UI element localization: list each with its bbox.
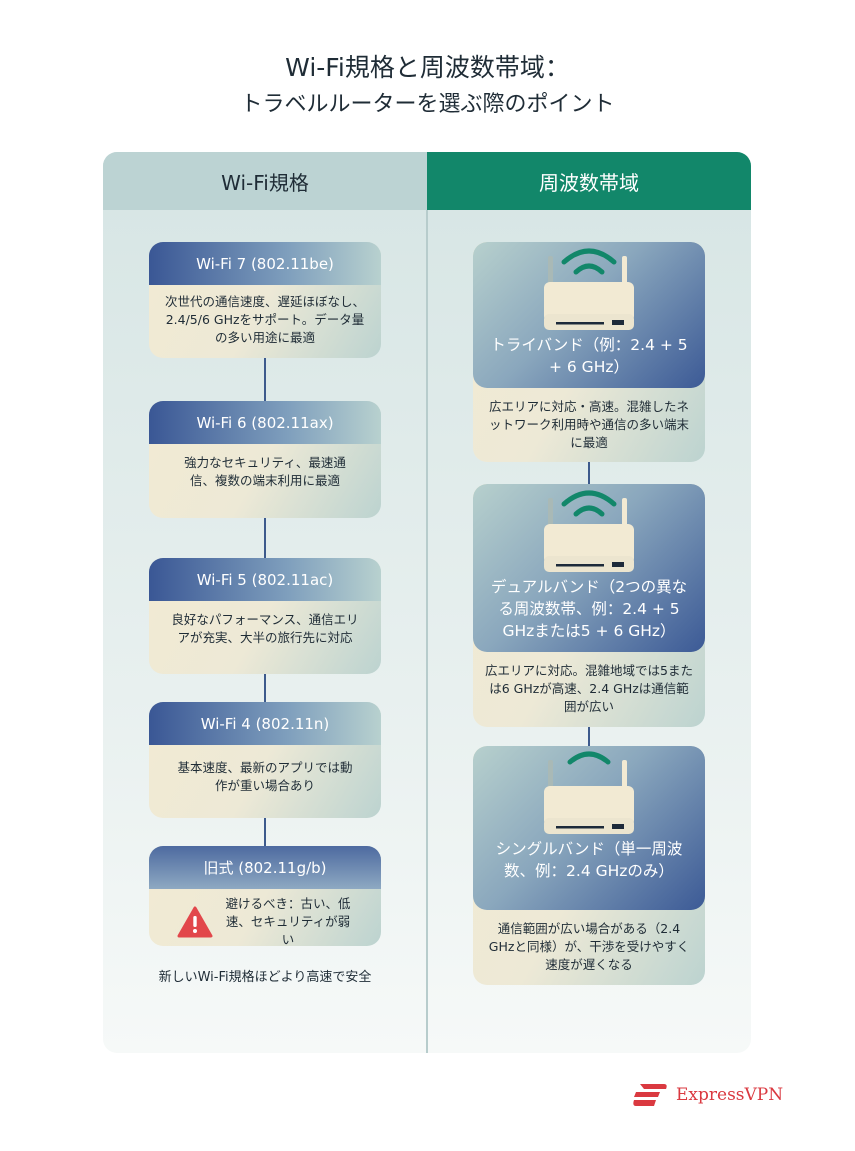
- brand-name: ExpressVPN: [676, 1085, 784, 1105]
- standard-card-wifi5: Wi-Fi 5 (802.11ac) 良好なパフォーマンス、通信エリアが充実、大…: [149, 558, 381, 674]
- connector: [264, 818, 266, 846]
- standard-name: Wi-Fi 4 (802.11n): [149, 702, 381, 745]
- band-desc: 通信範囲が広い場合がある（2.4 GHzと同様）が、干渉を受けやすく速度が遅くな…: [488, 921, 690, 972]
- standards-footer-note: 新しいWi-Fi規格ほどより高速で安全: [158, 970, 372, 985]
- connector: [588, 462, 590, 484]
- standard-name: 旧式 (802.11g/b): [149, 846, 381, 889]
- connector: [264, 518, 266, 558]
- standard-name: Wi-Fi 7 (802.11be): [149, 242, 381, 285]
- router-wifi-icon: [544, 490, 634, 572]
- standard-desc: 避けるべき：古い、低速、セキュリティが弱い: [225, 896, 351, 946]
- column-divider: [426, 210, 428, 1053]
- standard-name: Wi-Fi 6 (802.11ax): [149, 401, 381, 444]
- standard-desc: 次世代の通信速度、遅延ほぼなし、2.4/5/6 GHzをサポート。データ量の多い…: [164, 294, 365, 345]
- connector: [264, 358, 266, 401]
- band-name: デュアルバンド（2つの異なる周波数帯、例：2.4 + 5 GHzまたは5 + 6…: [490, 578, 688, 640]
- band-desc: 広エリアに対応。混雑地域では5または6 GHzが高速、2.4 GHzは通信範囲が…: [485, 663, 693, 714]
- expressvpn-logo-icon: [633, 1084, 667, 1106]
- connector: [264, 674, 266, 702]
- band-name: トライバンド（例：2.4 + 5 + 6 GHz）: [490, 336, 688, 376]
- warning-icon: [177, 906, 213, 938]
- router-wifi-icon: [544, 751, 634, 834]
- standard-card-wifi7: Wi-Fi 7 (802.11be) 次世代の通信速度、遅延ほぼなし、2.4/5…: [149, 242, 381, 358]
- connector: [588, 727, 590, 746]
- standard-desc: 強力なセキュリティ、最速通信、複数の端末利用に最適: [184, 455, 346, 488]
- router-wifi-icon: [544, 248, 634, 330]
- standard-card-wifi6: Wi-Fi 6 (802.11ax) 強力なセキュリティ、最速通信、複数の端末利…: [149, 401, 381, 518]
- band-card-dual: デュアルバンド（2つの異なる周波数帯、例：2.4 + 5 GHzまたは5 + 6…: [473, 484, 705, 727]
- standard-name: Wi-Fi 5 (802.11ac): [149, 558, 381, 601]
- expressvpn-logo: ExpressVPN: [632, 1082, 783, 1108]
- band-desc: 広エリアに対応・高速。混雑したネットワーク利用時や通信の多い端末に最適: [488, 399, 689, 450]
- standard-card-legacy: 旧式 (802.11g/b) 避けるべき：古い、低速、セキュリティが弱い: [149, 846, 381, 946]
- standard-desc: 良好なパフォーマンス、通信エリアが充実、大半の旅行先に対応: [171, 612, 359, 645]
- standard-card-wifi4: Wi-Fi 4 (802.11n) 基本速度、最新のアプリでは動作が重い場合あり: [149, 702, 381, 818]
- band-card-single: シングルバンド（単一周波数、例：2.4 GHzのみ） 通信範囲が広い場合がある（…: [473, 746, 705, 985]
- standard-desc: 基本速度、最新のアプリでは動作が重い場合あり: [177, 760, 353, 793]
- title-line-2: トラベルルーターを選ぶ際のポイント: [240, 92, 615, 117]
- column-header-standards: Wi-Fi規格: [103, 152, 427, 210]
- title-line-1: Wi-Fi規格と周波数帯域：: [285, 53, 570, 82]
- column-header-bands: 周波数帯域: [427, 152, 751, 210]
- band-name: シングルバンド（単一周波数、例：2.4 GHzのみ）: [495, 840, 683, 880]
- band-card-tri: トライバンド（例：2.4 + 5 + 6 GHz） 広エリアに対応・高速。混雑し…: [473, 242, 705, 462]
